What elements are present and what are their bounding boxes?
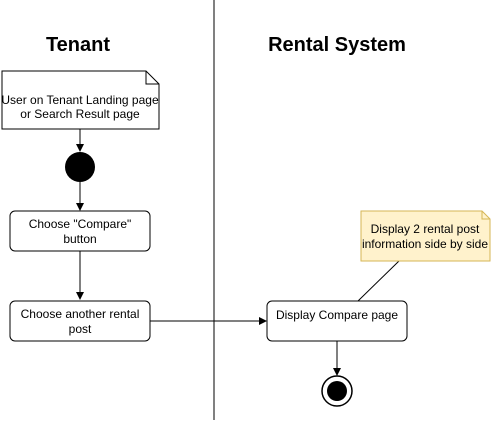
start-note-line-1: User on Tenant Landing page [1,93,159,107]
initial-node [65,152,95,182]
action-display-compare-page: Display Compare page [266,300,408,342]
action-display-compare-label: Display Compare page [276,308,398,322]
action-choose-compare-line-2: button [63,232,96,246]
action-choose-another-line-2: post [69,322,92,336]
note-connector [357,260,400,302]
action-choose-another-line-1: Choose another rental [21,307,140,321]
action-choose-compare: Choose "Compare" button [9,210,151,252]
lane-title-tenant: Tenant [46,34,110,56]
action-choose-another-post: Choose another rental post [9,300,151,342]
system-note-line-2: information side by side [362,237,488,251]
system-note-line-1: Display 2 rental post [371,222,480,236]
start-note-line-2: or Search Result page [20,107,140,121]
lane-title-rental-system: Rental System [268,34,406,56]
start-note: User on Tenant Landing page or Search Re… [1,70,160,130]
action-choose-compare-line-1: Choose "Compare" [29,217,132,231]
system-note: Display 2 rental post information side b… [360,210,491,262]
final-node [321,375,353,407]
